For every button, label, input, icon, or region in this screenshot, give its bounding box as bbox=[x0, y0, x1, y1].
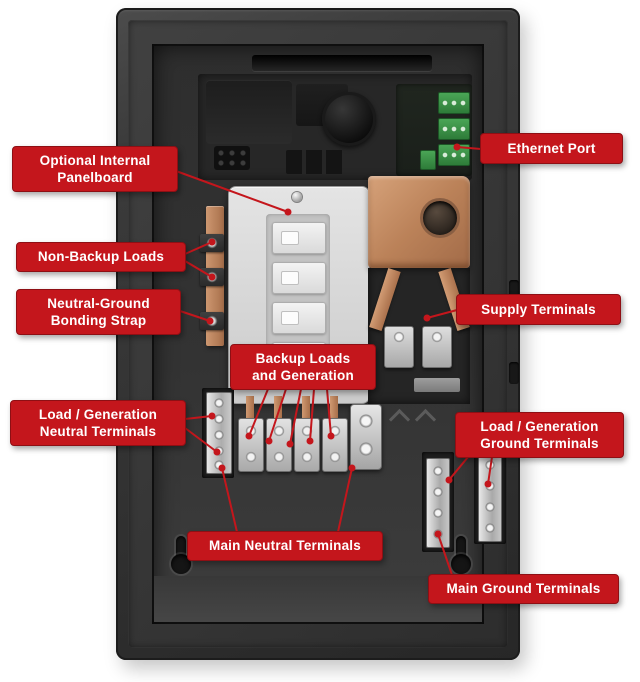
breaker-slot-3 bbox=[272, 302, 326, 334]
rating-plate bbox=[414, 378, 460, 392]
neutral-ground-bonding-strap-part bbox=[200, 312, 224, 330]
callout-supply-terminals: Supply Terminals bbox=[456, 294, 621, 325]
supply-terminal-right bbox=[422, 326, 452, 368]
terminal-connector-small bbox=[420, 150, 436, 170]
callout-load-generation-ground-terminals: Load / Generation Ground Terminals bbox=[455, 412, 624, 458]
callout-optional-internal-panelboard: Optional Internal Panelboard bbox=[12, 146, 178, 192]
backup-load-terminal-3 bbox=[294, 418, 320, 472]
callout-backup-loads-and-generation: Backup Loads and Generation bbox=[230, 344, 376, 390]
interior-floor bbox=[154, 576, 482, 622]
backup-load-terminal-4 bbox=[322, 418, 348, 472]
capacitor-cylinder bbox=[322, 92, 376, 146]
relay-row bbox=[286, 150, 346, 174]
non-backup-load-lug-1 bbox=[200, 234, 224, 252]
mounting-keyhole-right bbox=[450, 536, 472, 576]
panelboard-screw bbox=[292, 192, 302, 202]
backup-load-terminal-1 bbox=[238, 418, 264, 472]
ethernet-connector-3 bbox=[438, 144, 470, 166]
callout-main-ground-terminals: Main Ground Terminals bbox=[428, 574, 619, 604]
door-latch-top bbox=[509, 280, 519, 302]
non-backup-load-lug-2 bbox=[200, 268, 224, 286]
callout-main-neutral-terminals: Main Neutral Terminals bbox=[187, 531, 383, 561]
load-generation-neutral-bar bbox=[206, 392, 232, 474]
callout-non-backup-loads: Non-Backup Loads bbox=[16, 242, 186, 272]
controller-module bbox=[206, 80, 292, 144]
backup-load-terminal-2 bbox=[266, 418, 292, 472]
antenna-rail bbox=[252, 55, 432, 71]
callout-ethernet-port: Ethernet Port bbox=[480, 133, 623, 164]
main-neutral-lug bbox=[350, 404, 382, 470]
ethernet-connector-1 bbox=[438, 92, 470, 114]
load-generation-ground-bar bbox=[478, 452, 502, 542]
conduit-knockout bbox=[420, 198, 460, 238]
door-latch-bottom bbox=[509, 362, 519, 384]
connector-grid bbox=[214, 146, 250, 170]
main-ground-bar bbox=[426, 458, 450, 548]
breaker-slot-1 bbox=[272, 222, 326, 254]
callout-load-generation-neutral-terminals: Load / Generation Neutral Terminals bbox=[10, 400, 186, 446]
supply-terminal-left bbox=[384, 326, 414, 368]
breaker-slot-2 bbox=[272, 262, 326, 294]
terminal-riser-4 bbox=[330, 396, 338, 434]
ethernet-connector-2 bbox=[438, 118, 470, 140]
mounting-keyhole-left bbox=[170, 536, 192, 576]
callout-neutral-ground-bonding-strap: Neutral-Ground Bonding Strap bbox=[16, 289, 181, 335]
terminal-riser-3 bbox=[302, 396, 310, 434]
